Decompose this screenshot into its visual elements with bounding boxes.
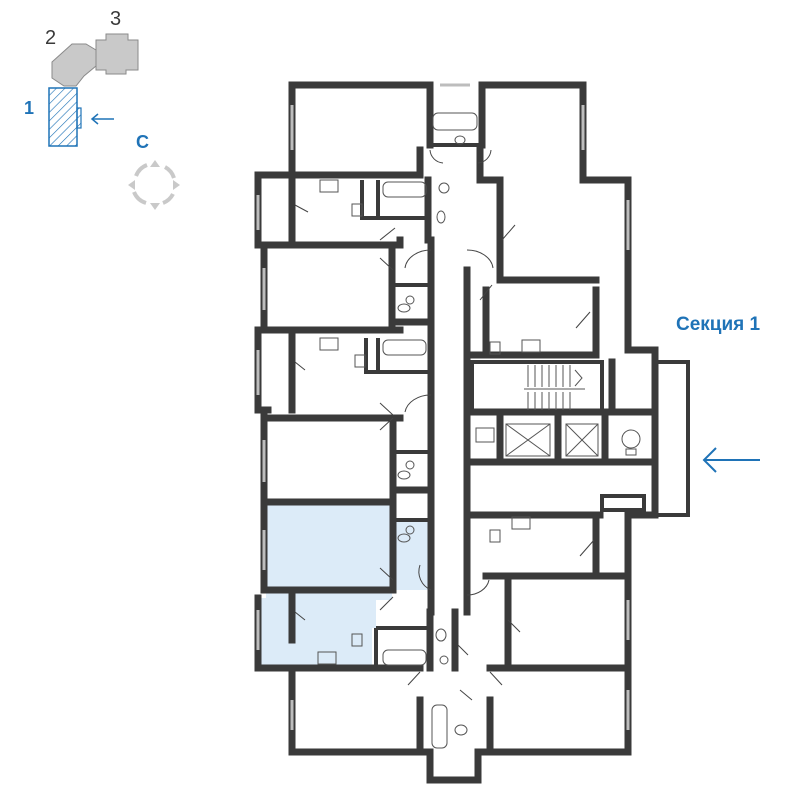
- key-plan-section-3-label: 3: [110, 8, 122, 30]
- fixtures: [317, 112, 541, 749]
- doors: [294, 149, 595, 701]
- key-plan-section-1-label: 1: [24, 98, 35, 118]
- key-plan-building-1[interactable]: [48, 87, 78, 147]
- elevator-icon: [475, 423, 641, 457]
- arrow-left-icon: [90, 113, 114, 125]
- compass-north-label: С: [136, 132, 149, 152]
- key-plan-building-3[interactable]: [95, 33, 139, 75]
- kitchen-sink-icon: [351, 203, 501, 647]
- staircase: [524, 365, 585, 410]
- interior-walls: [260, 88, 659, 749]
- compass-icon: [128, 160, 180, 210]
- key-plan-section-2-label: 2: [45, 27, 57, 49]
- windows: [256, 83, 630, 730]
- key-plan-building-1-notch: [76, 107, 82, 129]
- key-plan: [48, 33, 180, 210]
- sink-icon: [405, 182, 450, 665]
- stove-icon: [317, 179, 541, 665]
- toilet-icon: [397, 135, 468, 736]
- arrow-left-icon: [702, 447, 760, 473]
- key-plan-building-2[interactable]: [51, 43, 97, 87]
- section-label: Секция 1: [676, 314, 761, 335]
- bathtub-icon: [382, 112, 478, 749]
- exterior-walls: [254, 81, 690, 784]
